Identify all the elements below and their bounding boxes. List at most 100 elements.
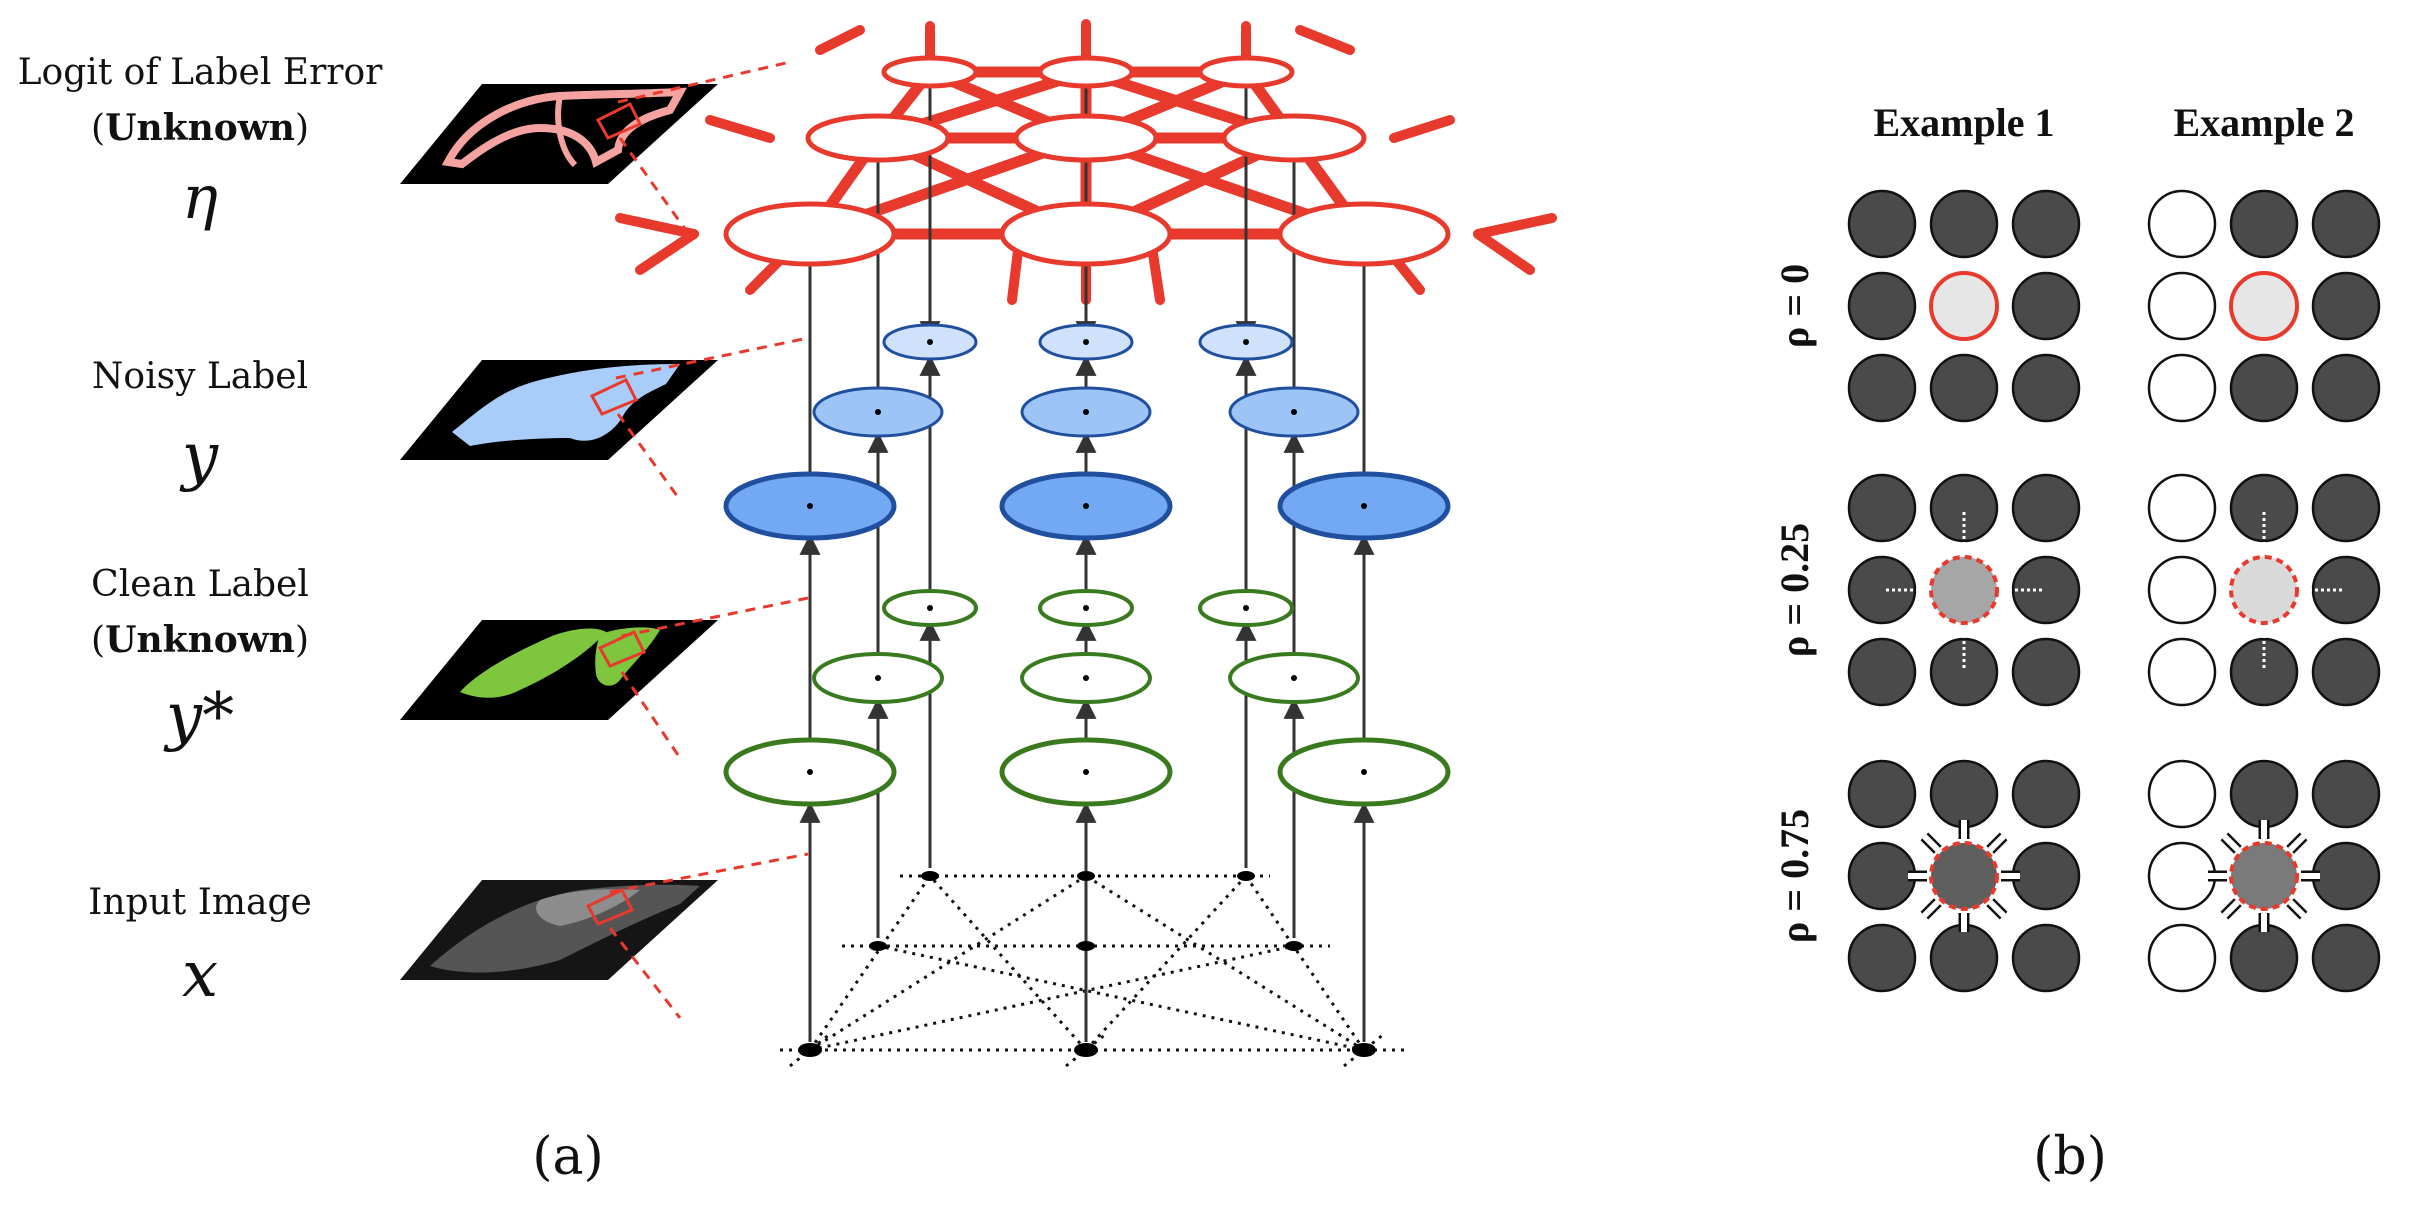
caption-a: (a) (532, 1127, 604, 1187)
dark-pixel (1929, 759, 1999, 829)
node-center (807, 769, 813, 775)
eta-edge-stub (615, 213, 699, 239)
dark-pixel (2311, 637, 2381, 707)
dark-pixel (2011, 189, 2081, 259)
light-pixel (2147, 759, 2217, 829)
dark-pixel (1847, 353, 1917, 423)
dark-pixel (2311, 923, 2381, 993)
eta-edge-stub (705, 115, 775, 143)
node-center (875, 409, 881, 415)
node-center (875, 675, 881, 681)
center-pixel (2229, 271, 2299, 341)
node-center (1291, 675, 1297, 681)
node-center (1243, 339, 1249, 345)
leader-lines (608, 60, 809, 1019)
node-center (1083, 605, 1089, 611)
ystar-unknown: (Unknown) (91, 619, 309, 661)
layer-label-ystar: Clean Label (Unknown) y* (91, 564, 309, 754)
influence-arrow-body (2288, 900, 2306, 918)
input-node (1077, 941, 1095, 951)
ystar-title: Clean Label (91, 564, 309, 605)
layer-label-eta: Logit of Label Error (Unknown) η (18, 52, 384, 233)
dark-pixel (1929, 637, 1999, 707)
input-node (1285, 941, 1303, 951)
rho-label-2: ρ = 0.75 (1772, 809, 1817, 943)
label-error-node (1221, 113, 1367, 163)
light-pixel (2147, 271, 2217, 341)
influence-arrow (1989, 533, 2021, 565)
y-thumbnail (400, 360, 718, 460)
dark-pixel (1847, 189, 1917, 259)
label-error-node (881, 55, 979, 89)
dark-pixel (2311, 353, 2381, 423)
rho-label-0: ρ = 0 (1772, 264, 1817, 348)
node-center (1083, 769, 1089, 775)
node-center (1243, 605, 1249, 611)
input-node (798, 1043, 822, 1057)
dark-pixel (2311, 759, 2381, 829)
grid-example-2-row-1 (2147, 189, 2381, 423)
input-node (1352, 1043, 1376, 1057)
dark-pixel (1847, 473, 1917, 543)
node-center (1291, 409, 1297, 415)
dark-pixel (1929, 189, 1999, 259)
influence-arrow-body (2288, 834, 2306, 852)
eta-unknown: (Unknown) (91, 107, 309, 149)
node-center (1083, 675, 1089, 681)
light-pixel (2147, 841, 2217, 911)
center-pixel (2229, 841, 2299, 911)
grid-example-2-row-3 (2147, 759, 2381, 993)
dark-pixel (1929, 353, 1999, 423)
node-center (927, 605, 933, 611)
light-pixel (2147, 189, 2217, 259)
label-error-node (999, 201, 1173, 267)
dark-pixel (2011, 637, 2081, 707)
light-pixel (2147, 637, 2217, 707)
influence-arrow (1907, 533, 1939, 565)
eta-symbol: η (182, 163, 218, 233)
dark-pixel (2011, 271, 2081, 341)
light-pixel (2147, 353, 2217, 423)
ystar-thumbnail (400, 620, 718, 720)
dark-pixel (1847, 841, 1917, 911)
dark-pixel (1847, 271, 1917, 341)
node-center (1361, 769, 1367, 775)
node-center (807, 503, 813, 509)
label-error-node (1037, 55, 1135, 89)
dark-pixel (2011, 841, 2081, 911)
x-symbol: x (182, 938, 218, 1012)
influence-arrow (1907, 615, 1939, 647)
influence-arrow-body (2222, 834, 2240, 852)
dark-pixel (1847, 637, 1917, 707)
center-pixel (1929, 271, 1999, 341)
dark-pixel (2229, 637, 2299, 707)
neighborhood-grids (1847, 189, 2381, 993)
example-2-header: Example 2 (2173, 100, 2354, 145)
dark-pixel (2311, 841, 2381, 911)
influence-arrow (2289, 615, 2321, 647)
input-lattice (780, 874, 1410, 1068)
dark-pixel (2229, 189, 2299, 259)
dark-pixel (2311, 555, 2381, 625)
input-node (1077, 871, 1095, 881)
dark-pixel (2011, 473, 2081, 543)
dark-pixel (1847, 923, 1917, 993)
input-node (921, 871, 939, 881)
label-error-node (1277, 201, 1451, 267)
input-node (869, 941, 887, 951)
influence-arrow (1989, 615, 2021, 647)
dark-pixel (2011, 353, 2081, 423)
dark-pixel (2311, 473, 2381, 543)
node-center (1083, 339, 1089, 345)
node-center (1361, 503, 1367, 509)
label-error-node (1013, 113, 1159, 163)
x-title: Input Image (88, 882, 312, 923)
dark-pixel (2229, 759, 2299, 829)
input-node (1074, 1043, 1098, 1057)
center-pixel (1929, 555, 1999, 625)
dark-pixel (1847, 759, 1917, 829)
node-center (1083, 503, 1089, 509)
y-symbol: y (179, 420, 219, 494)
influence-arrow-body (1922, 900, 1940, 918)
eta-thumbnail (400, 84, 718, 184)
